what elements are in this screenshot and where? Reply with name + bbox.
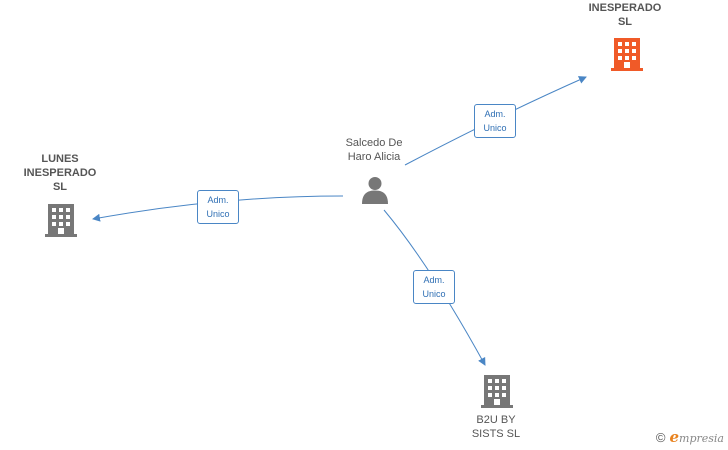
edge-label-inesperado: Adm. Unico [474, 104, 516, 138]
company-name-lunes[interactable]: LUNES INESPERADO SL [23, 153, 97, 193]
edge-label-b2u: Adm. Unico [413, 270, 455, 304]
brand-name: mpresia [679, 432, 724, 445]
company-name-inesperado[interactable]: INESPERADO SL [588, 2, 662, 28]
copyright-symbol: © [655, 429, 666, 445]
company-name-b2u[interactable]: B2U BY SISTS SL [471, 414, 521, 440]
person-name[interactable]: Salcedo De Haro Alicia [345, 137, 403, 163]
brand-logo: © empresia [656, 428, 724, 446]
person-icon[interactable] [360, 175, 390, 205]
building-icon[interactable] [481, 374, 513, 408]
building-icon[interactable] [45, 203, 77, 237]
edge-label-lunes: Adm. Unico [197, 190, 239, 224]
building-icon[interactable] [611, 37, 643, 71]
brand-initial: e [669, 428, 680, 446]
